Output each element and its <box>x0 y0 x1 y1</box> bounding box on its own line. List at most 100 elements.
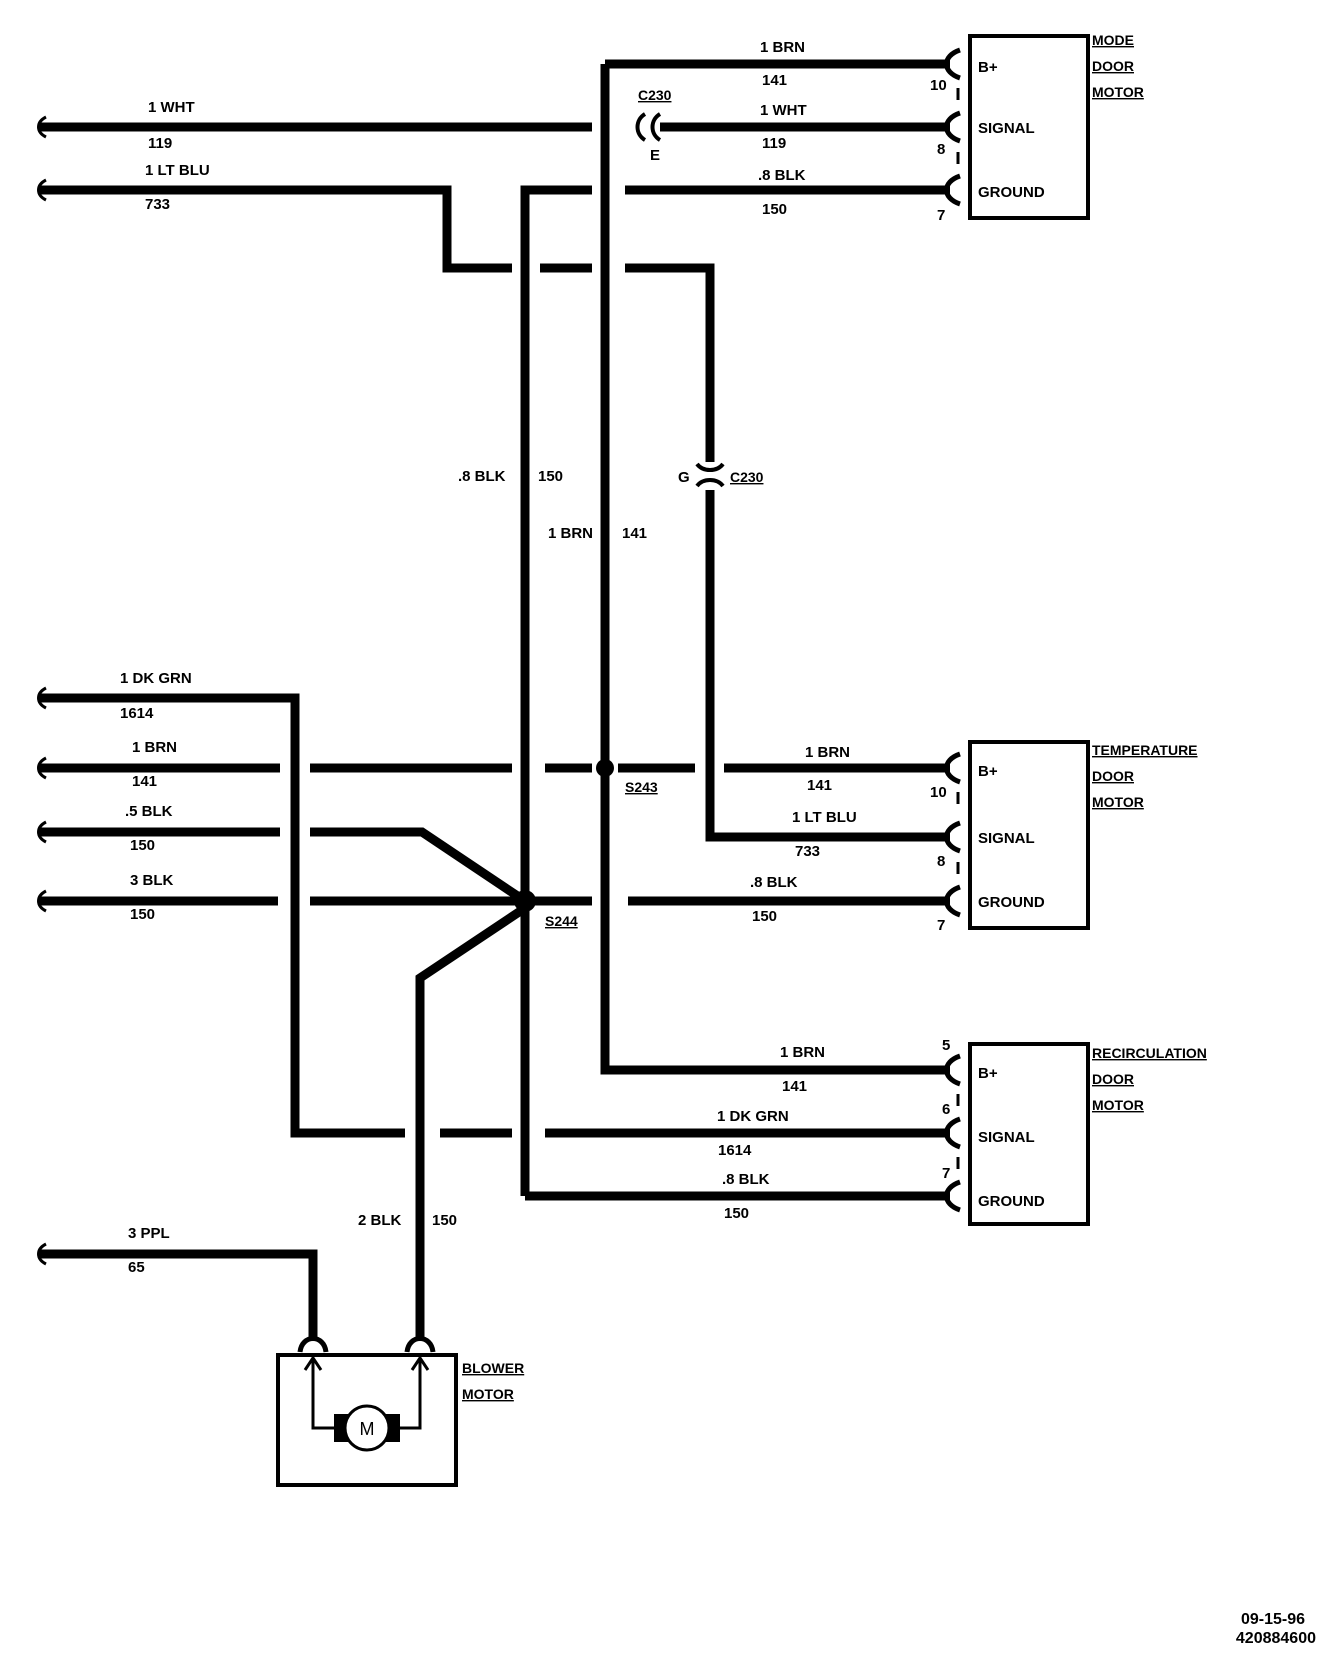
temp-term-2: SIGNAL <box>978 830 1035 847</box>
wire-ltblu-733-dash2 <box>625 263 715 462</box>
temp-w1-circuit: 141 <box>807 777 832 794</box>
temp-name-1: TEMPERATURE <box>1092 742 1198 758</box>
c230-connectors <box>635 112 725 488</box>
blower-motor-label: BLOWER MOTOR <box>462 1360 524 1402</box>
footer-drawing-code: 420884600 <box>1236 1630 1316 1647</box>
recirc-pin-2: 6 <box>942 1101 950 1118</box>
mode-name-2: DOOR <box>1092 58 1134 74</box>
mode-name-1: MODE <box>1092 32 1134 48</box>
vertical-wire-labels: .8 BLK 150 1 BRN 141 2 BLK 150 <box>358 468 647 1229</box>
vbrn-circuit: 141 <box>622 525 647 542</box>
splices <box>514 759 614 912</box>
temperature-door-motor: 1 BRN 141 1 LT BLU 733 .8 BLK 150 10 8 7… <box>750 742 1198 934</box>
w4-gauge: 1 BRN <box>132 739 177 756</box>
temp-pin-1: 10 <box>930 784 947 801</box>
recirc-pin-1: 5 <box>942 1037 950 1054</box>
recirc-w1-circuit: 141 <box>782 1078 807 1095</box>
recirculation-door-motor-box <box>968 1042 1090 1226</box>
w7-gauge: 3 PPL <box>128 1225 170 1242</box>
wire-ltblu-733-lower <box>705 490 950 842</box>
recirc-w1-gauge: 1 BRN <box>780 1044 825 1061</box>
wire-dkgrn-1614-left <box>40 693 405 1138</box>
w2-gauge: 1 LT BLU <box>145 162 210 179</box>
temp-w2-gauge: 1 LT BLU <box>792 809 857 826</box>
mode-w2-gauge: 1 WHT <box>760 102 807 119</box>
c230-top-label: C230 <box>638 87 672 103</box>
wire-tails <box>37 115 47 1266</box>
w4-circuit: 141 <box>132 773 157 790</box>
c230-mid-label: C230 <box>730 469 764 485</box>
wire-ltblu-733-left <box>40 185 512 273</box>
temp-term-1: B+ <box>978 763 998 780</box>
w3-gauge: 1 DK GRN <box>120 670 192 687</box>
recirc-term-2: SIGNAL <box>978 1129 1035 1146</box>
w5-gauge: .5 BLK <box>125 803 173 820</box>
recirc-w3-gauge: .8 BLK <box>722 1171 770 1188</box>
splice-s244-dot <box>514 890 536 912</box>
temp-w1-gauge: 1 BRN <box>805 744 850 761</box>
wire-blk5-150-bend <box>310 827 528 905</box>
w2-circuit: 733 <box>145 196 170 213</box>
connector-labels: C230 E C230 G S243 S244 <box>545 87 764 929</box>
splice-s243-dot <box>596 759 614 777</box>
mode-name-3: MOTOR <box>1092 84 1144 100</box>
temp-term-3: GROUND <box>978 894 1045 911</box>
wire-blk2-150-blower <box>415 904 528 1340</box>
recirc-pin-3: 7 <box>942 1165 950 1182</box>
blower-gnd-gauge: 2 BLK <box>358 1212 402 1229</box>
mode-term-1: B+ <box>978 59 998 76</box>
mode-pin-3: 7 <box>937 207 945 224</box>
temp-w2-circuit: 733 <box>795 843 820 860</box>
blower-motor: M <box>276 1336 458 1487</box>
mode-w3-circuit: 150 <box>762 201 787 218</box>
temp-pin-2: 8 <box>937 853 945 870</box>
w1-gauge: 1 WHT <box>148 99 195 116</box>
motor-symbol: M <box>360 1419 375 1439</box>
c230-mid-cavity: G <box>678 469 690 486</box>
wire-ppl-65 <box>40 1249 318 1340</box>
blower-name-1: BLOWER <box>462 1360 524 1376</box>
w1-circuit: 119 <box>148 135 172 152</box>
recirc-name-1: RECIRCULATION <box>1092 1045 1207 1061</box>
c230-top-cavity: E <box>650 147 660 164</box>
mode-pin-1: 10 <box>930 77 947 94</box>
mode-w3-gauge: .8 BLK <box>758 167 806 184</box>
temp-w3-gauge: .8 BLK <box>750 874 798 891</box>
temp-pin-3: 7 <box>937 917 945 934</box>
mode-term-2: SIGNAL <box>978 120 1035 137</box>
left-wire-labels: 1 WHT 119 1 LT BLU 733 1 DK GRN 1614 1 B… <box>120 99 210 1276</box>
footer-date: 09-15-96 <box>1241 1611 1305 1628</box>
wire-brn-141-trunk <box>600 64 950 1075</box>
temp-name-2: DOOR <box>1092 768 1134 784</box>
wires <box>40 59 950 1340</box>
recirc-name-3: MOTOR <box>1092 1097 1144 1113</box>
mode-door-motor: 1 BRN 141 1 WHT 119 .8 BLK 150 10 8 7 B+… <box>758 32 1144 224</box>
temp-w3-circuit: 150 <box>752 908 777 925</box>
recirc-term-1: B+ <box>978 1065 998 1082</box>
w3-circuit: 1614 <box>120 705 154 722</box>
blower-motor-box <box>276 1353 458 1487</box>
s244-label: S244 <box>545 913 578 929</box>
mode-w1-gauge: 1 BRN <box>760 39 805 56</box>
blower-gnd-circuit: 150 <box>432 1212 457 1229</box>
s243-label: S243 <box>625 779 658 795</box>
footer-code: 09-15-96 420884600 <box>1236 1611 1316 1647</box>
mode-w1-circuit: 141 <box>762 72 787 89</box>
temp-name-3: MOTOR <box>1092 794 1144 810</box>
recirc-w2-gauge: 1 DK GRN <box>717 1108 789 1125</box>
w5-circuit: 150 <box>130 837 155 854</box>
vblk-gauge: .8 BLK <box>458 468 506 485</box>
recirc-term-3: GROUND <box>978 1193 1045 1210</box>
w6-circuit: 150 <box>130 906 155 923</box>
recirc-w2-circuit: 1614 <box>718 1142 752 1159</box>
mode-w2-circuit: 119 <box>762 135 786 152</box>
recirc-name-2: DOOR <box>1092 1071 1134 1087</box>
motor-symbol-circle <box>343 1404 391 1452</box>
mode-term-3: GROUND <box>978 184 1045 201</box>
blower-name-2: MOTOR <box>462 1386 514 1402</box>
w7-circuit: 65 <box>128 1259 145 1276</box>
wire-blk-150-mode <box>520 185 592 1196</box>
vblk-circuit: 150 <box>538 468 563 485</box>
receptacles <box>944 47 961 1213</box>
